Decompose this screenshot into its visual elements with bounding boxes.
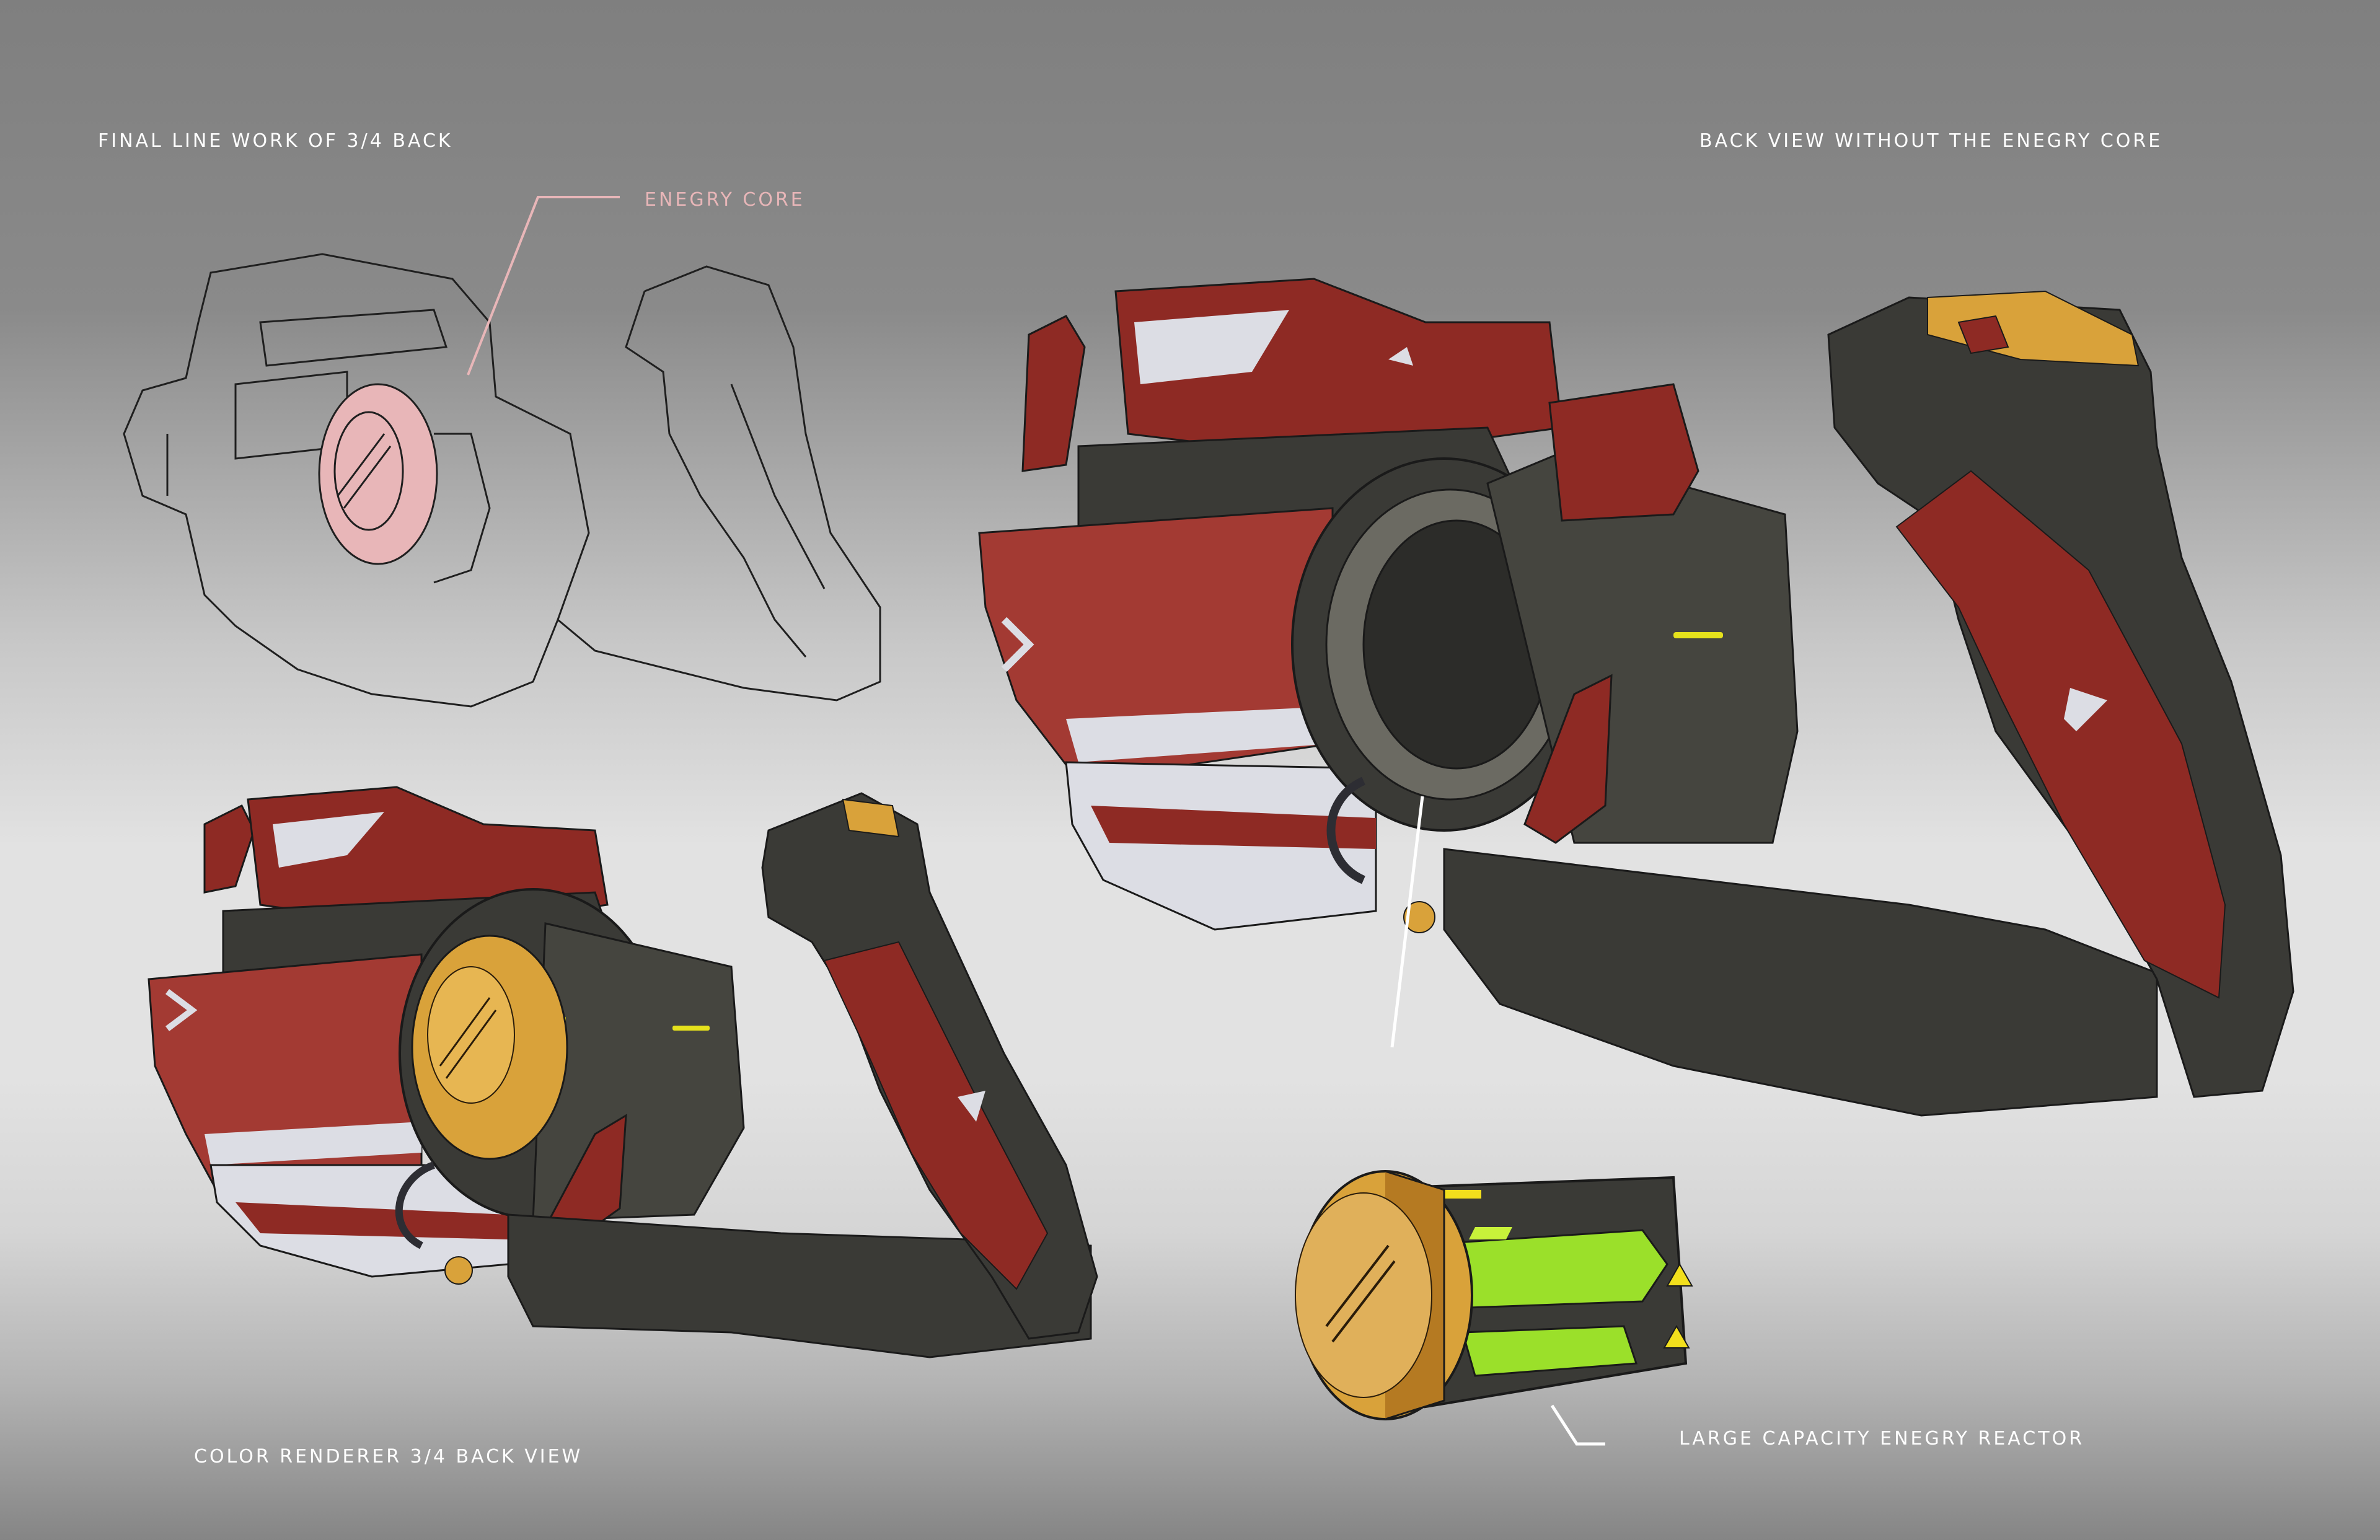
label-energy-core: ENEGRY CORE — [645, 189, 805, 211]
color-render-gun — [148, 786, 1098, 1358]
reactor-leader — [1390, 796, 1424, 1048]
label-back-view: BACK VIEW WITHOUT THE ENEGRY CORE — [1699, 130, 2163, 152]
reactor-label-leader — [1550, 1404, 1605, 1446]
energy-core-disc — [318, 383, 438, 565]
line-work-sketch — [123, 253, 881, 708]
hazard-warning-icon — [1666, 1262, 1693, 1287]
energy-reactor — [1295, 1170, 1693, 1420]
label-line-work: FINAL LINE WORK OF 3/4 BACK — [98, 130, 453, 152]
label-color-render: COLOR RENDERER 3/4 BACK VIEW — [194, 1446, 583, 1467]
warning-sticker — [1444, 1190, 1481, 1199]
label-reactor: LARGE CAPACITY ENEGRY REACTOR — [1679, 1428, 2085, 1450]
energy-core-leader — [467, 196, 620, 376]
energy-cell-glow — [1449, 1229, 1668, 1309]
energy-cell-glow — [1461, 1325, 1638, 1377]
back-view-gun — [978, 278, 2294, 1117]
hazard-warning-icon — [1663, 1324, 1690, 1349]
